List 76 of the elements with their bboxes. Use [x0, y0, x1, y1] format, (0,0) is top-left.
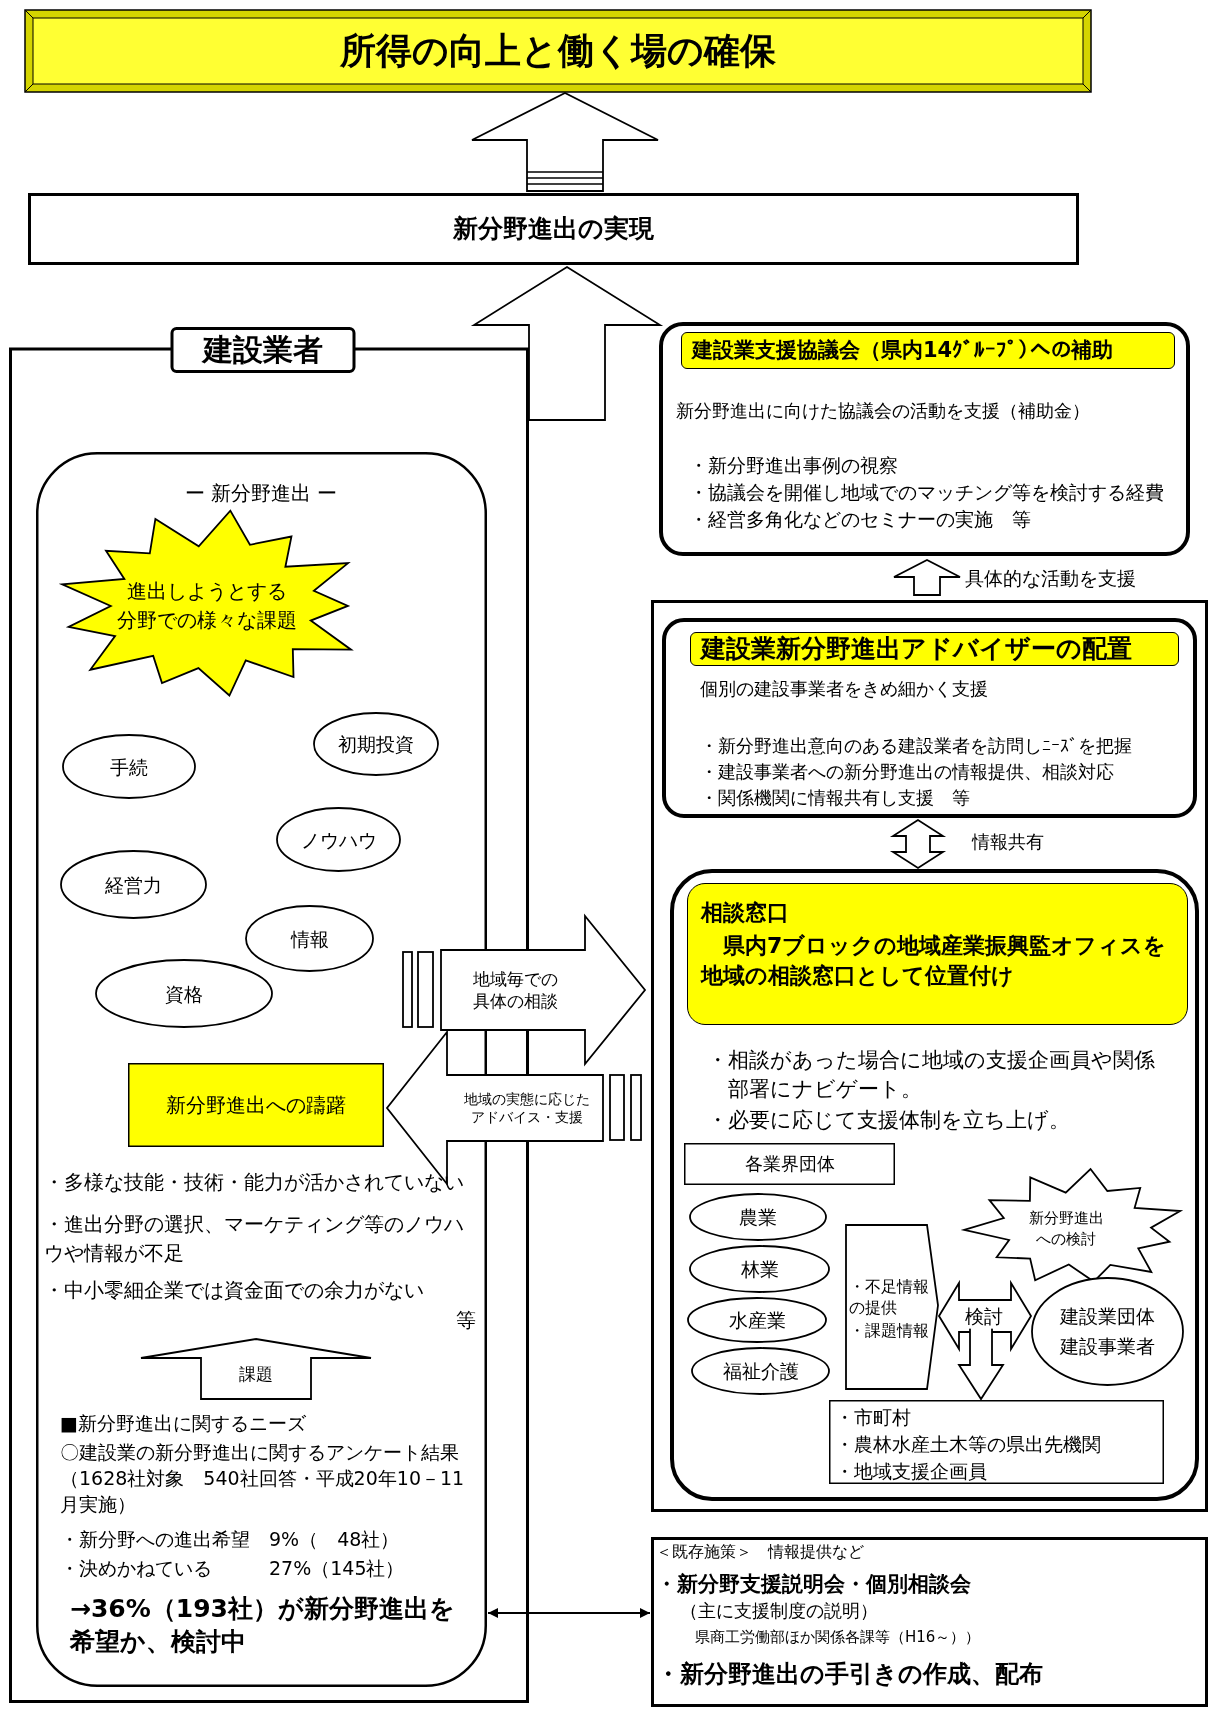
bullet-item: ・農林水産土木等の県出先機関 — [835, 1432, 1101, 1457]
note-text: 等 — [456, 1307, 476, 1334]
ellipse-node — [691, 1347, 830, 1395]
ellipse-node — [689, 1193, 827, 1241]
process-box — [829, 1400, 1164, 1484]
process-box — [28, 193, 1079, 265]
node-label: 福祉介護 — [722, 1359, 799, 1384]
node-label: 水産業 — [728, 1308, 786, 1333]
node-label: 建設業団体 — [1059, 1304, 1155, 1329]
ellipse-node — [60, 850, 207, 919]
body-text: 県商工労働部ほか関係各課等（H16～）） — [695, 1627, 981, 1648]
ellipse-node — [245, 905, 374, 972]
rounded-box — [659, 322, 1190, 556]
node-label: 初期投資 — [338, 732, 414, 757]
heading: 相談窓口 — [701, 899, 789, 927]
node-label: ノウハウ — [300, 827, 377, 853]
node-label: 各業界団体 — [744, 1152, 835, 1176]
bullet-item: ・中小零細企業では資金面での余力がない — [44, 1277, 424, 1304]
bullet-item: ・不足情報の提供 — [849, 1276, 930, 1318]
bullet-item: ・決めかねている 27%（145社） — [60, 1556, 405, 1581]
ellipse-node — [689, 1245, 830, 1293]
process-box — [651, 1537, 1208, 1707]
title-banner — [24, 9, 1092, 93]
edge-label: 地域の実態に応じたアドバイス・支援 — [462, 1089, 592, 1127]
node-label: 新分野進出への躊躇 — [166, 1091, 346, 1119]
section-heading: 建設業支援協議会（県内14ｸﾞﾙｰﾌﾟ）への補助 — [681, 332, 1175, 369]
bullet-item: ・建設事業者への新分野進出の情報提供、相談対応 — [700, 760, 1114, 784]
node-label: 農業 — [739, 1205, 777, 1230]
heading: 県内7ブロックの地域産業振興監オフィスを地域の相談窓口として位置付け — [701, 932, 1168, 990]
ellipse-node — [687, 1297, 827, 1343]
conclusion-text: →36%（193社）が新分野進出を希望か、検討中 — [70, 1593, 456, 1658]
edge-label: 情報共有 — [972, 830, 1044, 854]
bullet-item: ・地域支援企画員 — [835, 1459, 987, 1484]
body-text: 個別の建設事業者をきめ細かく支援 — [700, 677, 988, 701]
bullet-item: ・市町村 — [835, 1405, 911, 1430]
body-text: ＜既存施策＞ 情報提供など — [656, 1541, 864, 1562]
node-label: 資格 — [165, 981, 203, 1007]
rounded-box — [670, 869, 1199, 1501]
node-label: 林業 — [740, 1257, 779, 1282]
bullet-item: ・関係機関に情報共有し支援 等 — [700, 786, 970, 810]
node-label: 経営力 — [105, 872, 162, 898]
ellipse-node — [313, 712, 439, 776]
section-heading: 建設業新分野進出アドバイザーの配置 — [690, 632, 1179, 666]
ellipse-node — [1031, 1277, 1184, 1386]
rounded-box — [662, 618, 1197, 818]
ellipse-node — [276, 807, 401, 872]
node-label: 新分野進出への検討 — [1027, 1208, 1105, 1250]
bullet-item: ・必要に応じて支援体制を立ち上げ。 — [707, 1107, 1070, 1134]
node-label: 手続 — [110, 754, 148, 780]
ellipse-node — [95, 959, 273, 1028]
body-text: （主に支援制度の説明） — [680, 1599, 878, 1623]
node-label: 建設事業者 — [1059, 1334, 1155, 1359]
title: 所得の向上と働く場の確保 — [340, 29, 776, 73]
bullet-item: ・課題情報 — [849, 1320, 929, 1341]
bullet-item: ・新分野進出事例の視察 — [689, 453, 898, 478]
bullet-item: ・進出分野の選択、マーケティング等のノウハウや情報が不足 — [44, 1211, 465, 1267]
bullet-item: ・新分野支援説明会・個別相談会 — [656, 1571, 971, 1598]
heading: ■新分野進出に関するニーズ — [60, 1411, 306, 1436]
bullet-item: ・新分野進出意向のある建設業者を訪問しﾆｰｽﾞを把握 — [700, 734, 1132, 758]
node-label: 情報 — [290, 926, 329, 952]
node-label: 進出しようとする分野での様々な課題 — [116, 578, 298, 634]
heading: ー 新分野進出 ー — [184, 479, 338, 507]
bullet-item: ・新分野進出の手引きの作成、配布 — [656, 1659, 1043, 1690]
highlight-box — [128, 1063, 384, 1147]
pentagon-box — [845, 1224, 939, 1390]
process-box — [684, 1143, 895, 1185]
panel-heading: 建設業者 — [170, 327, 356, 373]
body-text: 新分野進出に向けた協議会の活動を支援（補助金） — [676, 399, 1090, 423]
bullet-item: ・相談があった場合に地域の支援企画員や関係部署にナビゲート。 — [707, 1047, 1156, 1103]
bullet-item: ・協議会を開催し地域でのマッチング等を検討する経費 — [689, 480, 1164, 505]
bullet-item: ・経営多角化などのセミナーの実施 等 — [689, 507, 1031, 532]
ellipse-node — [62, 734, 196, 799]
group-panel — [651, 600, 1208, 1512]
bullet-item: ・新分野への進出希望 9%（ 48社） — [60, 1527, 400, 1552]
body-text: 〇建設業の新分野進出に関するアンケート結果（1628社対象 540社回答・平成20年10－11月実施） — [60, 1440, 466, 1517]
heading: 新分野進出の実現 — [453, 213, 654, 246]
